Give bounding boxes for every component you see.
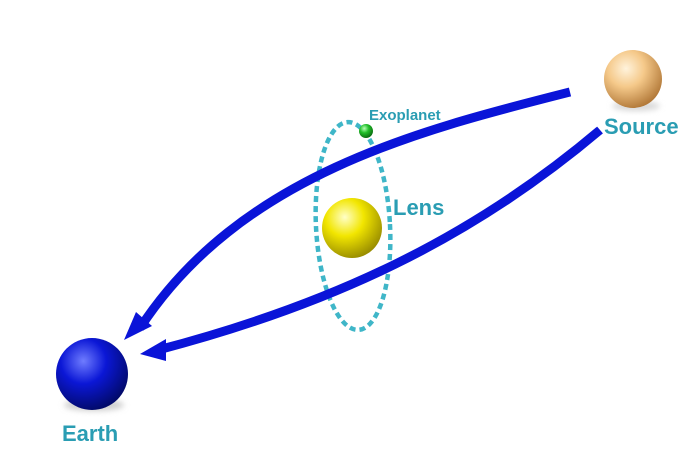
- light-path-upper: [136, 87, 572, 331]
- light-path-lower-arrowhead: [140, 339, 166, 361]
- source-star: [604, 50, 662, 108]
- exoplanet: [359, 124, 373, 138]
- earth-label: Earth: [62, 421, 118, 446]
- exoplanet-orbit: [313, 119, 393, 333]
- light-path-upper-arrowhead: [124, 312, 152, 340]
- source-label: Source: [604, 114, 679, 139]
- exoplanet-label: Exoplanet: [369, 107, 441, 124]
- lens-star: [322, 198, 382, 258]
- light-path-lower: [156, 126, 603, 355]
- lens-label: Lens: [393, 195, 444, 220]
- earth: [56, 338, 128, 410]
